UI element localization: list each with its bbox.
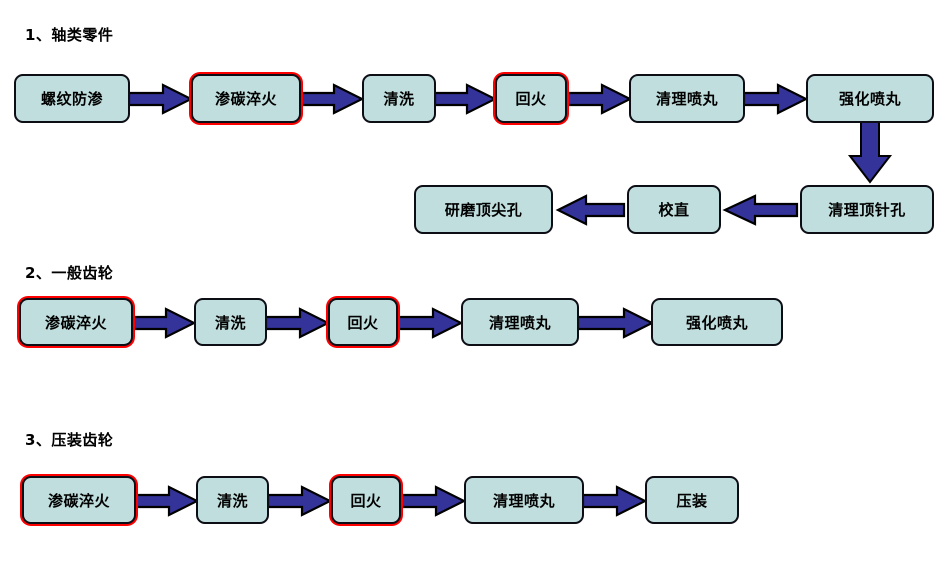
process-node-qingli-penwan-3[interactable]: 清理喷丸 xyxy=(464,476,584,524)
process-node-qingxi-1[interactable]: 清洗 xyxy=(362,74,436,123)
process-node-qianghua-penwan-1[interactable]: 强化喷丸 xyxy=(806,74,934,123)
arrow-right-2-3 xyxy=(395,307,464,339)
arrow-right-3-2 xyxy=(266,485,333,517)
arrow-right-1-3 xyxy=(433,83,498,115)
arrow-right-3-3 xyxy=(398,485,467,517)
section-heading-shaft-parts: 1、轴类零件 xyxy=(25,26,114,44)
arrow-right-2-1 xyxy=(130,307,197,339)
process-node-yanmo-dingjiankong[interactable]: 研磨顶尖孔 xyxy=(414,185,553,234)
section-heading-press-fit-gear: 3、压装齿轮 xyxy=(25,431,114,449)
process-node-qianghua-penwan-2[interactable]: 强化喷丸 xyxy=(651,298,783,346)
arrow-down-connector xyxy=(847,121,893,184)
arrow-right-1-4 xyxy=(564,83,633,115)
section-heading-general-gear: 2、一般齿轮 xyxy=(25,264,114,282)
arrow-left-1-1 xyxy=(555,194,626,226)
process-node-qingli-penwan-2[interactable]: 清理喷丸 xyxy=(461,298,579,346)
process-node-shentan-cuihuo-1[interactable]: 渗碳淬火 xyxy=(191,74,301,123)
process-node-luowen-fangshen[interactable]: 螺纹防渗 xyxy=(14,74,130,123)
process-node-huihuo-1[interactable]: 回火 xyxy=(495,74,567,123)
process-node-qingli-penwan-1[interactable]: 清理喷丸 xyxy=(629,74,745,123)
arrow-right-3-1 xyxy=(133,485,200,517)
process-node-qingli-dingzhenkong[interactable]: 清理顶针孔 xyxy=(800,185,934,234)
arrow-right-1-1 xyxy=(127,83,194,115)
arrow-left-1-2 xyxy=(722,194,799,226)
arrow-right-3-4 xyxy=(581,485,648,517)
process-node-yazhuang[interactable]: 压装 xyxy=(645,476,739,524)
arrow-right-1-2 xyxy=(298,83,365,115)
process-node-qingxi-2[interactable]: 清洗 xyxy=(194,298,267,346)
process-node-huihuo-3[interactable]: 回火 xyxy=(331,476,401,524)
process-node-huihuo-2[interactable]: 回火 xyxy=(328,298,398,346)
arrow-right-2-2 xyxy=(264,307,331,339)
process-node-shentan-cuihuo-2[interactable]: 渗碳淬火 xyxy=(19,298,133,346)
process-node-shentan-cuihuo-3[interactable]: 渗碳淬火 xyxy=(22,476,136,524)
process-node-qingxi-3[interactable]: 清洗 xyxy=(196,476,269,524)
arrow-right-1-5 xyxy=(742,83,809,115)
process-node-jiaozhi[interactable]: 校直 xyxy=(627,185,721,234)
arrow-right-2-4 xyxy=(576,307,655,339)
